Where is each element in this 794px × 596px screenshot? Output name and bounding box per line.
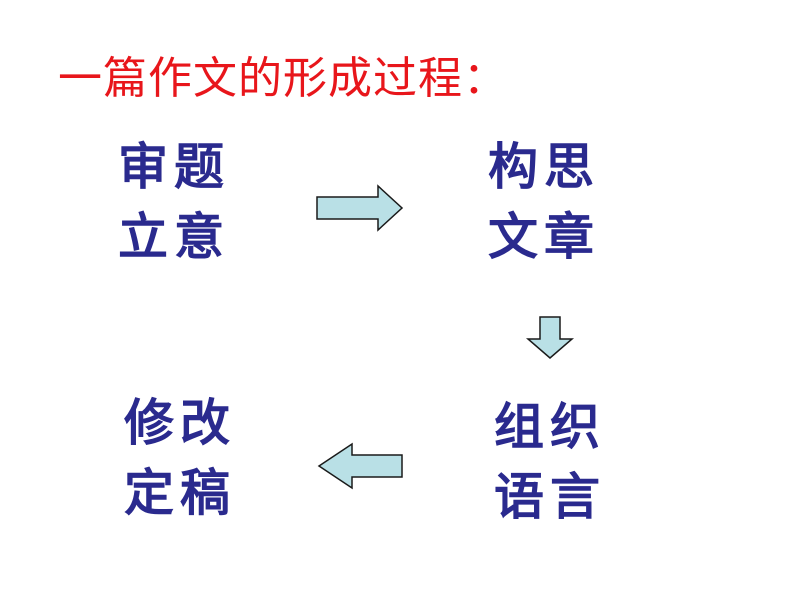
step-review-topic: 审题 立意 [118, 132, 230, 272]
step-line: 修改 [124, 393, 236, 452]
page-title: 一篇作文的形成过程： [58, 53, 508, 104]
step-line: 组织 [494, 397, 606, 456]
step-conceive-article: 构思 文章 [488, 132, 600, 272]
step-revise-finalize: 修改 定稿 [124, 388, 236, 528]
arrow-right-icon [316, 184, 404, 232]
step-line: 语言 [494, 467, 606, 526]
arrow-down-icon [525, 316, 575, 359]
step-line: 立意 [118, 207, 230, 266]
step-line: 定稿 [124, 463, 236, 522]
step-line: 构思 [488, 137, 600, 196]
step-line: 文章 [488, 207, 600, 266]
step-organize-language: 组织 语言 [494, 392, 606, 532]
step-line: 审题 [118, 137, 230, 196]
arrow-left-icon [317, 442, 403, 490]
